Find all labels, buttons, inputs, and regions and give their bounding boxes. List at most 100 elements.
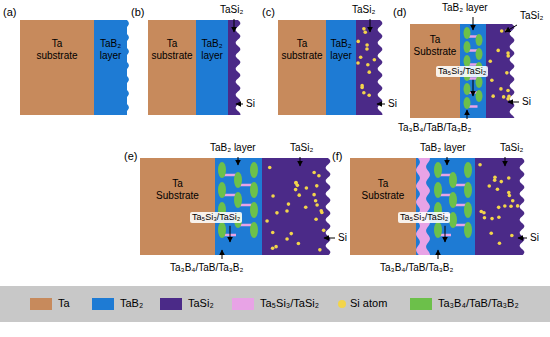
silicide-phase <box>224 194 236 197</box>
si-atom <box>500 29 504 33</box>
layer-name: TaB₂ layer <box>201 38 223 61</box>
si-atom <box>498 241 502 245</box>
si-atom <box>314 217 318 221</box>
si-atom <box>312 171 316 175</box>
si-atom <box>356 40 360 44</box>
si-atom <box>320 211 324 215</box>
leader-line <box>473 17 474 30</box>
legend-swatch <box>30 298 52 310</box>
boride-grain <box>464 27 471 39</box>
si-atom <box>360 86 364 90</box>
layer-region: TaB₂ layer <box>94 20 127 115</box>
phase-label: Ta₃B₄/TaB/Ta₃B₂ <box>170 262 243 274</box>
si-atom <box>502 95 506 99</box>
layer-region: Ta substrate <box>148 20 196 115</box>
layer-name: TaB₂ layer <box>330 38 352 61</box>
boride-grain <box>464 162 472 178</box>
si-atom <box>506 89 510 93</box>
phase-label: Ta₅Si₃/TaSi₂ <box>398 212 450 223</box>
si-atom <box>482 211 486 215</box>
si-atom <box>274 245 278 249</box>
boride-layer <box>211 158 266 255</box>
phase-label: TaB₂ layer <box>442 2 488 14</box>
boride-grain <box>234 192 242 208</box>
phase-label: Si <box>522 96 531 108</box>
boride-grain <box>218 162 226 178</box>
layer-name: Ta substrate <box>281 38 322 61</box>
boride-grain <box>250 162 258 178</box>
si-atom <box>271 231 275 235</box>
silicide-phase <box>455 184 466 187</box>
legend-swatch <box>160 298 182 310</box>
legend-label: TaSi₂ <box>188 297 214 310</box>
si-atom <box>294 181 298 185</box>
si-atom <box>304 206 308 210</box>
si-atom <box>314 199 318 203</box>
panel-letter: (c) <box>262 6 275 19</box>
si-atom <box>305 186 309 190</box>
leader-line <box>370 19 371 32</box>
silicide-phase <box>455 204 466 207</box>
si-atom <box>496 187 500 191</box>
phase-label: TaSi₂ <box>500 142 523 154</box>
phase-label: Ta₃B₄/TaB/Ta₃B₂ <box>380 262 453 274</box>
si-atom <box>287 202 291 206</box>
si-atom <box>265 219 269 223</box>
boride-grain <box>449 172 457 188</box>
silicide-phase <box>240 204 252 207</box>
si-atom <box>497 215 501 219</box>
boride-grain <box>234 172 242 188</box>
layer-name: TaB₂ layer <box>100 38 122 61</box>
panel-letter: (f) <box>332 150 342 163</box>
si-atom <box>365 43 369 47</box>
silicide-phase <box>224 174 236 177</box>
phase-label: Si <box>388 98 397 110</box>
boride-grain <box>476 90 483 102</box>
si-atom <box>362 91 366 95</box>
leader-line <box>505 25 517 32</box>
legend-label: Ta <box>58 297 70 310</box>
leader-line <box>473 80 474 96</box>
si-atom <box>365 47 369 51</box>
si-atom <box>367 93 371 97</box>
silicide-layer <box>352 20 382 115</box>
si-atom <box>315 203 319 207</box>
boride-grain <box>464 83 471 95</box>
si-atom <box>271 246 275 250</box>
boride-grain <box>449 192 457 208</box>
si-atom <box>373 58 377 62</box>
boride-grain <box>476 34 483 46</box>
layer-name: Ta substrate <box>151 38 192 61</box>
si-atom <box>499 87 503 91</box>
boride-layer <box>416 158 479 255</box>
si-atom <box>312 193 316 197</box>
boride-grain <box>250 202 258 218</box>
panel-letter: (b) <box>131 6 144 19</box>
leader-line <box>447 157 448 165</box>
boride-grain <box>434 162 442 178</box>
leader-line <box>300 157 301 166</box>
phase-label: TaB₂ layer <box>210 142 256 154</box>
si-atom <box>356 61 360 65</box>
si-atom <box>363 30 367 34</box>
si-atom <box>510 234 514 238</box>
legend-swatch <box>232 298 254 310</box>
silicide-phase <box>440 194 451 197</box>
silicide-phase <box>440 174 451 177</box>
si-atom <box>294 181 298 185</box>
layer-region: Ta substrate <box>20 20 94 115</box>
silicide-layer <box>475 158 524 255</box>
si-atom <box>297 193 301 197</box>
phase-label: TaSi₂ <box>352 4 375 16</box>
si-atom <box>503 204 507 208</box>
legend-label: TaB₂ <box>120 297 143 310</box>
boride-grain <box>218 222 226 238</box>
boride-grain <box>250 182 258 198</box>
si-atom <box>509 204 513 208</box>
legend-label: Ta₃B₄/TaB/Ta₃B₂ <box>438 297 519 310</box>
si-atom <box>275 211 279 215</box>
leader-line <box>234 19 235 32</box>
boride-grain <box>218 182 226 198</box>
layer-region: Ta Substrate <box>350 158 416 255</box>
